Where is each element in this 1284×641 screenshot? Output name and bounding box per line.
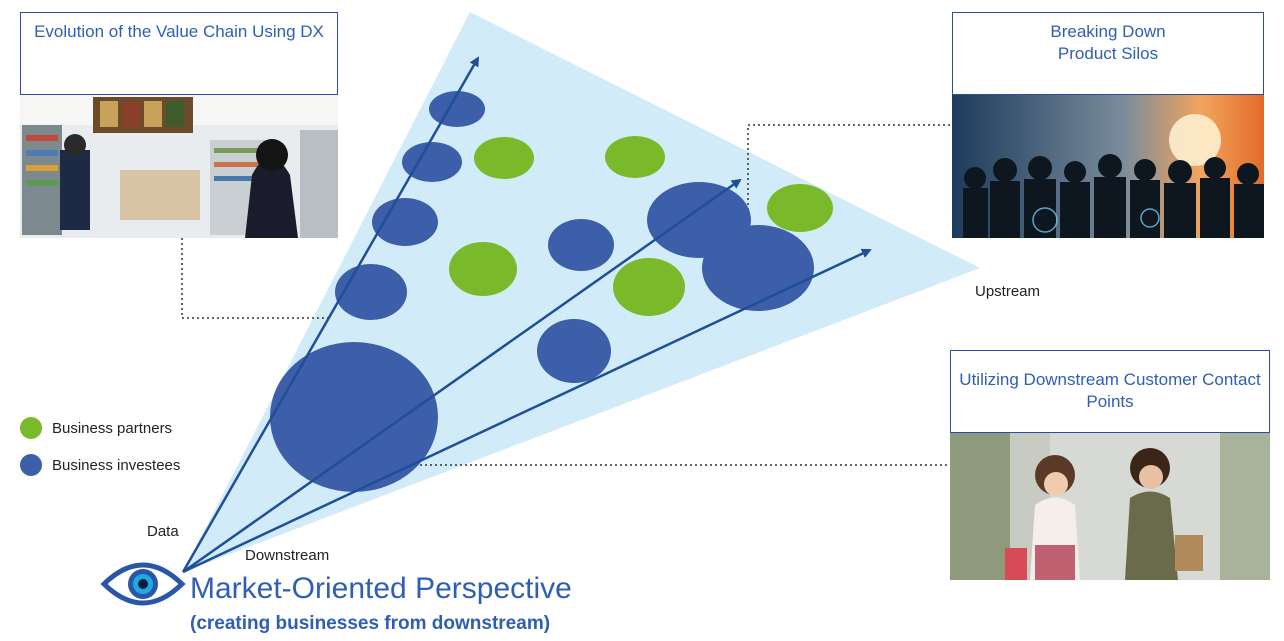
investee-circle <box>335 264 407 320</box>
investee-legend-dot <box>20 454 42 476</box>
arrow <box>182 248 872 574</box>
callout-value-chain-text: Evolution of the Value Chain Using DX <box>34 22 324 41</box>
partner-circle <box>613 258 685 316</box>
partner-legend-dot <box>20 417 42 439</box>
investee-circle <box>702 225 814 311</box>
callout-downstream-contact: Utilizing Downstream Customer Contact Po… <box>950 350 1270 433</box>
callout-value-chain: Evolution of the Value Chain Using DX <box>20 12 338 95</box>
investee-circle <box>372 198 438 246</box>
legend-partners: Business partners <box>20 417 172 439</box>
partner-circle <box>605 136 665 178</box>
arrow <box>182 178 742 574</box>
upstream-label: Upstream <box>975 283 1041 300</box>
legend-partners-label: Business partners <box>52 419 173 437</box>
data-label: Data <box>147 523 179 540</box>
callout-breaking-silos: Breaking Down Product Silos <box>952 12 1264 95</box>
connector-value-chain <box>181 238 330 319</box>
partner-circles <box>449 136 833 316</box>
partner-circle <box>767 184 833 232</box>
photo-store-scene <box>20 95 338 238</box>
partner-circle <box>474 137 534 179</box>
page-title: Market-Oriented Perspective <box>190 572 572 605</box>
investee-circle <box>270 342 438 492</box>
partner-circle <box>449 242 517 296</box>
arrow <box>181 56 480 573</box>
eye-icon <box>100 562 186 606</box>
investee-circle <box>402 142 462 182</box>
page-subtitle: (creating businesses from downstream) <box>190 613 551 634</box>
investee-circle <box>537 319 611 383</box>
legend-investees: Business investees <box>20 454 180 476</box>
legend-investees-label: Business investees <box>52 456 181 474</box>
photo-shoppers <box>950 433 1270 580</box>
data-arrows <box>181 56 872 574</box>
callout-silos-text: Breaking Down Product Silos <box>1050 22 1166 63</box>
investee-circles <box>270 91 814 492</box>
downstream-label: Downstream <box>245 547 330 564</box>
investee-circle <box>548 219 614 271</box>
photo-business-silhouettes <box>952 95 1264 238</box>
callout-downstream-text: Utilizing Downstream Customer Contact Po… <box>959 370 1261 411</box>
